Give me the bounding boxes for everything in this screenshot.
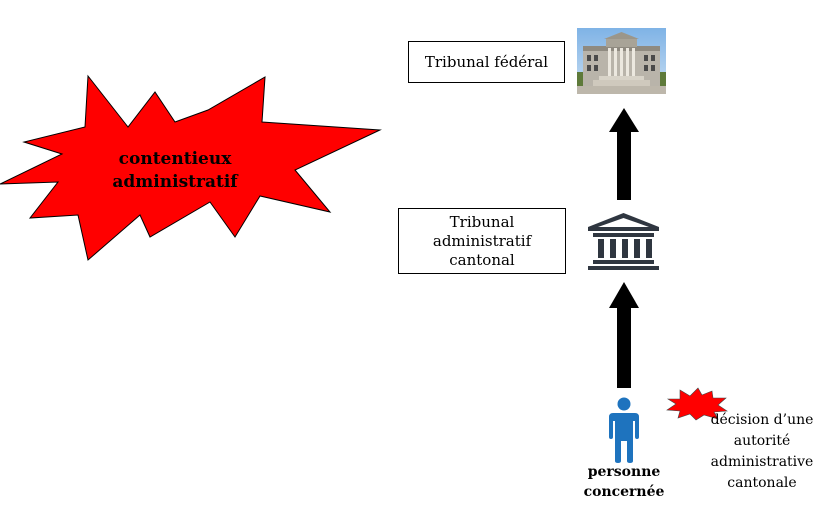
person-label-line1: personne (587, 464, 661, 480)
decision-label: décision d’une autorité administrative c… (698, 410, 826, 494)
federal-court-building-photo (577, 28, 666, 94)
decision-burst-icon (666, 387, 728, 421)
decision-line4: cantonale (727, 475, 797, 491)
cantonal-court-line1: Tribunal (449, 212, 515, 231)
appeal-arrow-upper (609, 108, 639, 200)
decision-line1: décision d’une (710, 412, 814, 428)
person-label-line2: concernée (583, 484, 665, 500)
cantonal-court-box: Tribunal administratif cantonal (398, 208, 566, 274)
person-icon (609, 397, 639, 463)
cantonal-court-line3: cantonal (449, 250, 515, 269)
courthouse-icon (588, 213, 659, 270)
burst-title-line1: contentieux (118, 149, 232, 169)
federal-court-box: Tribunal fédéral (408, 41, 565, 83)
contentieux-burst-shape (0, 74, 382, 261)
person-label: personne concernée (568, 462, 680, 502)
burst-title: contentieux administratif (100, 148, 250, 194)
federal-court-label: Tribunal fédéral (424, 52, 549, 71)
appeal-arrow-lower (609, 282, 639, 388)
decision-line2: autorité (733, 433, 791, 449)
decision-line3: administrative (710, 454, 814, 470)
cantonal-court-line2: administratif (432, 231, 532, 250)
burst-title-line2: administratif (112, 172, 238, 192)
